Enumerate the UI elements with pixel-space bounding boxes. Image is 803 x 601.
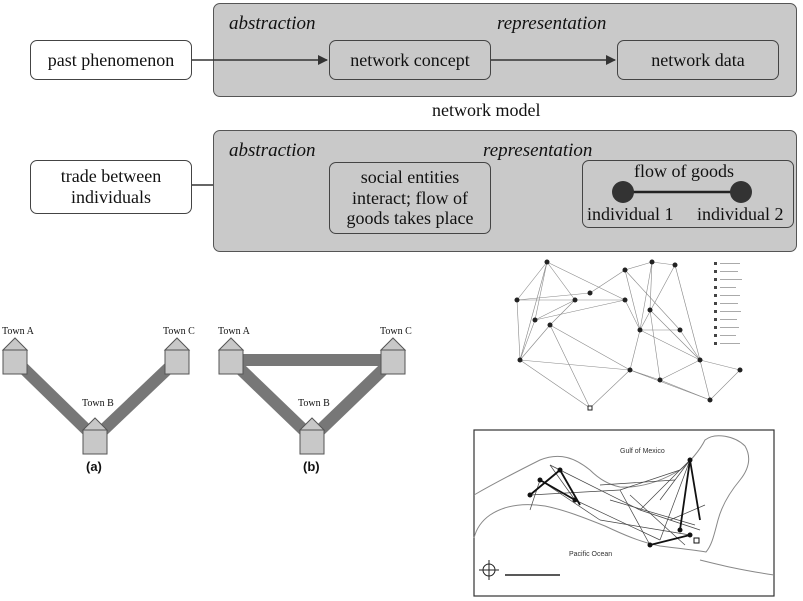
town-b-label-b: Town B [298,398,330,409]
map-coastline-2 [699,559,775,576]
map-edges-heavy [529,459,701,546]
network-data-box: network data [617,40,779,80]
town-b-label-a: Town B [82,398,114,409]
pacific-ocean-label: Pacific Ocean [569,551,613,558]
house-a-town-a [1,337,29,375]
house-a-town-c [163,337,191,375]
past-phenomenon-box: past phenomenon [30,40,192,80]
individual-2-label: individual 2 [697,204,784,224]
trade-line2: individuals [71,187,151,207]
map-coastline [473,435,750,553]
house-a-town-b [81,417,109,455]
representation-label: representation [497,13,607,34]
concept-line1: social entities [360,166,460,187]
trade-between-box: trade between individuals [30,160,192,214]
town-a-label-b: Town A [218,326,250,337]
concept-line3: goods takes place [346,208,474,229]
concept-line2: interact; flow of [352,187,468,208]
network-nodes [514,259,743,411]
gulf-of-mexico-label: Gulf of Mexico [620,448,665,455]
town-c-label-b: Town C [380,326,412,337]
network-legend [714,262,742,345]
town-c-label-a: Town C [163,326,195,337]
map-edges [529,459,706,546]
map-nodes [527,457,700,548]
trade-line1: trade between [60,166,162,187]
flow-of-goods-label: flow of goods [634,161,734,181]
house-b-town-a [217,337,245,375]
house-b-town-c [379,337,407,375]
caption-a: (a) [86,459,102,474]
network-edges [516,261,741,409]
individual-1-label: individual 1 [587,204,674,224]
representation-label-2: representation [483,140,593,161]
social-entities-box: social entities interact; flow of goods … [329,162,491,234]
abstraction-label: abstraction [229,13,316,34]
network-concept-box: network concept [329,40,491,80]
house-b-town-b [298,417,326,455]
network-model-caption: network model [432,100,541,120]
abstraction-label-2: abstraction [229,140,316,161]
caption-b: (b) [303,459,320,474]
compass-rose-icon [479,560,499,580]
town-a-label-a: Town A [2,326,34,337]
